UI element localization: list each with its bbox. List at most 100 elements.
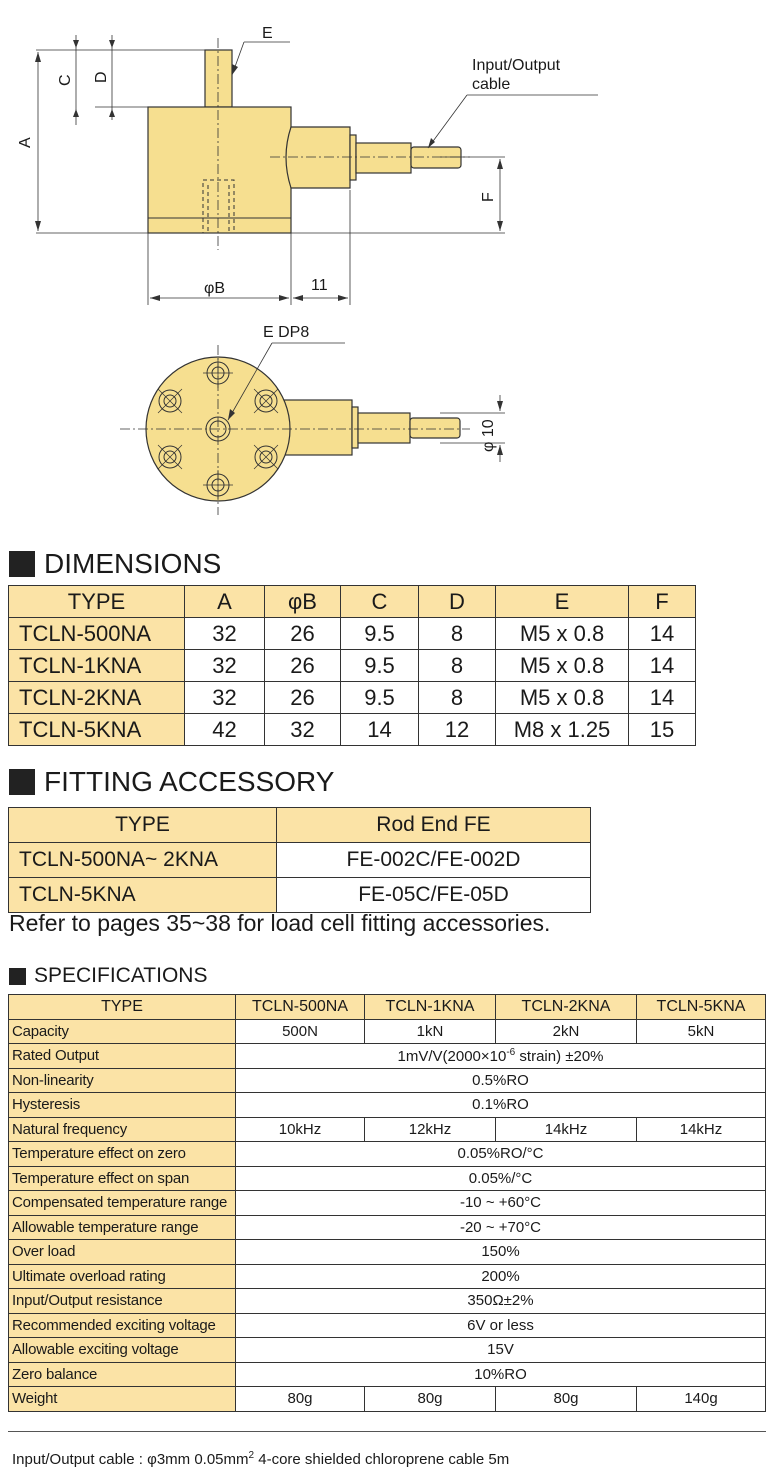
cell: FE-002C/FE-002D (276, 842, 591, 878)
cell: TCLN-5KNA (8, 877, 277, 913)
table-row: Natural frequency 10kHz 12kHz 14kHz 14kH… (8, 1116, 766, 1142)
col-header: TCLN-5KNA (636, 994, 766, 1020)
col-header: D (418, 585, 496, 618)
fitting-note: Refer to pages 35~38 for load cell fitti… (9, 910, 551, 936)
table-row: Allowable exciting voltage 15V (8, 1337, 766, 1363)
top-stud (204, 49, 233, 108)
col-header: A (184, 585, 265, 618)
table-row: Capacity 500N 1kN 2kN 5kN (8, 1018, 766, 1044)
table-row: TCLN-5KNA 42 32 14 12 M8 x 1.25 15 (8, 713, 696, 746)
row-label: Rated Output (8, 1043, 236, 1069)
cable-side (355, 142, 412, 174)
table-row: Zero balance 10%RO (8, 1361, 766, 1387)
cell: 150% (235, 1239, 766, 1265)
cell: 26 (264, 681, 341, 714)
specifications-table: TYPE TCLN-500NA TCLN-1KNA TCLN-2KNA TCLN… (8, 994, 766, 1412)
cell: 0.1%RO (235, 1092, 766, 1118)
row-label: Non-linearity (8, 1067, 236, 1093)
cell: 32 (184, 617, 265, 650)
col-header: TCLN-500NA (235, 994, 365, 1020)
fitting-table: TYPE Rod End FE TCLN-500NA~ 2KNA FE-002C… (8, 807, 591, 913)
cell: 14 (340, 713, 419, 746)
cell: -20 ~ +70°C (235, 1214, 766, 1240)
dimensions-table: TYPE A φB C D E F TCLN-500NA 32 26 9.5 8… (8, 585, 696, 746)
cell: 42 (184, 713, 265, 746)
cell: 32 (184, 649, 265, 682)
label-dim-11: 11 (311, 277, 328, 294)
table-row: Input/Output resistance 350Ω±2% (8, 1288, 766, 1314)
cell: TCLN-500NA (8, 617, 185, 650)
cell: 8 (418, 649, 496, 682)
label-dim-a: A (17, 137, 34, 148)
col-header: TYPE (8, 585, 185, 618)
fitting-heading: FITTING ACCESSORY (9, 766, 334, 798)
dimensions-title: DIMENSIONS (44, 548, 222, 579)
cell: M5 x 0.8 (495, 649, 629, 682)
row-label: Natural frequency (8, 1116, 236, 1142)
cell: 1mV/V(2000×10-6 strain) ±20% (235, 1043, 766, 1069)
cell: 9.5 (340, 649, 419, 682)
row-label: Hysteresis (8, 1092, 236, 1118)
square-bullet-icon (9, 551, 35, 577)
cell: TCLN-5KNA (8, 713, 185, 746)
col-header: TCLN-1KNA (364, 994, 496, 1020)
cable-boss (285, 126, 351, 189)
specifications-title: SPECIFICATIONS (34, 964, 208, 987)
cell: TCLN-1KNA (8, 649, 185, 682)
row-label: Over load (8, 1239, 236, 1265)
table-header-row: TYPE A φB C D E F (8, 585, 696, 618)
cell: 6V or less (235, 1312, 766, 1338)
cell: 10kHz (235, 1116, 365, 1142)
col-header: TCLN-2KNA (495, 994, 637, 1020)
label-io-cable-1: Input/Output (472, 57, 561, 74)
cell: 0.05%RO/°C (235, 1141, 766, 1167)
cell: 14 (628, 617, 696, 650)
cell: 14 (628, 649, 696, 682)
cell: 140g (636, 1386, 766, 1412)
col-header: TYPE (8, 807, 277, 843)
table-row: Ultimate overload rating 200% (8, 1263, 766, 1289)
cell: 14kHz (495, 1116, 637, 1142)
table-row: TCLN-5KNA FE-05C/FE-05D (8, 877, 591, 913)
label-e-top: E (262, 25, 273, 42)
cell: 14 (628, 681, 696, 714)
cell: 5kN (636, 1018, 766, 1044)
cell: 9.5 (340, 617, 419, 650)
cell: 0.05%/°C (235, 1165, 766, 1191)
divider (8, 1431, 766, 1432)
cell: M5 x 0.8 (495, 617, 629, 650)
cell: 15 (628, 713, 696, 746)
row-label: Temperature effect on zero (8, 1141, 236, 1167)
table-row: Temperature effect on span 0.05%/°C (8, 1165, 766, 1191)
cell: 350Ω±2% (235, 1288, 766, 1314)
table-row: Allowable temperature range -20 ~ +70°C (8, 1214, 766, 1240)
cell: -10 ~ +60°C (235, 1190, 766, 1216)
col-header: Rod End FE (276, 807, 591, 843)
cable-plan (357, 412, 411, 444)
cell: 26 (264, 617, 341, 650)
col-header: φB (264, 585, 341, 618)
cell: 8 (418, 681, 496, 714)
cell: 200% (235, 1263, 766, 1289)
cell: 32 (184, 681, 265, 714)
specifications-heading: SPECIFICATIONS (9, 964, 207, 988)
square-bullet-icon (9, 967, 26, 985)
cell: TCLN-500NA~ 2KNA (8, 842, 277, 878)
table-header-row: TYPE Rod End FE (8, 807, 591, 843)
label-dim-f: F (480, 192, 497, 202)
row-label: Compensated temperature range (8, 1190, 236, 1216)
row-label: Zero balance (8, 1361, 236, 1387)
row-label: Capacity (8, 1018, 236, 1044)
table-row: Hysteresis 0.1%RO (8, 1092, 766, 1118)
cell: TCLN-2KNA (8, 681, 185, 714)
row-label: Allowable exciting voltage (8, 1337, 236, 1363)
cell: M8 x 1.25 (495, 713, 629, 746)
cell: 14kHz (636, 1116, 766, 1142)
cell: 80g (235, 1386, 365, 1412)
label-dim-b: φB (204, 280, 225, 297)
col-header: F (628, 585, 696, 618)
cell: 2kN (495, 1018, 637, 1044)
technical-drawing: E Input/Output cable A C D F φB 11 E DP8… (17, 25, 598, 515)
cell: FE-05C/FE-05D (276, 877, 591, 913)
cell: 500N (235, 1018, 365, 1044)
